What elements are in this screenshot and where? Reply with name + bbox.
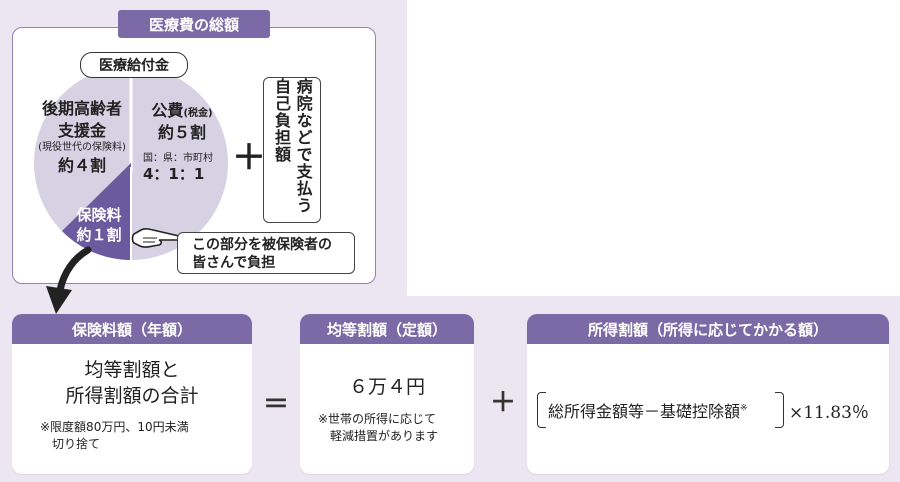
share-ratio-values: 4：1：1 <box>143 165 205 183</box>
blank-panel <box>407 0 900 296</box>
bracket-right <box>775 392 784 428</box>
premium-amount-card: 保険料額（年額） 均等割額と 所得割額の合計 ※限度額80万円、10円未満 切り… <box>12 314 252 474</box>
elderly-support-ratio: 約４割 <box>57 155 106 175</box>
public-funds-tax: (税金) <box>183 108 213 119</box>
public-funds-line1: 公費 <box>151 101 184 120</box>
flat-rate-note2: 軽減措置があります <box>330 428 439 443</box>
plus-sign-bottom: ＋ <box>490 388 517 418</box>
flat-rate-note: ※世帯の所得に応じて 軽減措置があります <box>318 411 474 445</box>
premium-amount-main: 均等割額と 所得割額の合計 <box>12 358 252 409</box>
self-pay-text: 病院などで支払う自己負担額 <box>272 78 313 214</box>
medical-benefit-pill: 医療給付金 <box>80 52 188 78</box>
share-ratio-label: 国：県：市町村 <box>143 153 213 164</box>
elderly-support-line1: 後期高齢者 <box>41 99 122 118</box>
elderly-support-label: 後期高齢者 支援金 (現役世代の保険料) 約４割 <box>34 98 130 176</box>
income-formula-mark: ※ <box>740 403 748 414</box>
elderly-support-note: (現役世代の保険料) <box>38 142 126 154</box>
premium-label: 保険料 約１割 <box>68 205 130 246</box>
premium-amount-main1: 均等割額と <box>84 359 180 381</box>
public-funds-label: 公費(税金) 約５割 <box>140 100 224 143</box>
premium-amount-note1: ※限度額80万円、10円未満 <box>40 420 189 435</box>
cost-pie <box>34 66 228 260</box>
premium-amount-head: 保険料額（年額） <box>12 314 252 344</box>
pointing-hand-icon <box>131 228 181 248</box>
burden-callout-line1: この部分を被保険者の <box>192 237 332 253</box>
flat-rate-note1: ※世帯の所得に応じて <box>318 412 437 426</box>
flat-rate-head: 均等割額（定額） <box>300 314 474 344</box>
down-arrow-icon <box>46 246 92 314</box>
income-formula: 総所得金額等－基礎控除額※ <box>548 398 748 422</box>
premium-amount-note: ※限度額80万円、10円未満 切り捨て <box>40 419 252 453</box>
flat-rate-card: 均等割額（定額） ６万４円 ※世帯の所得に応じて 軽減措置があります <box>300 314 474 474</box>
public-funds-ratio: 約５割 <box>157 122 206 142</box>
income-rate-head: 所得割額（所得に応じてかかる額） <box>527 314 889 344</box>
burden-callout-line2: 皆さんで負担 <box>192 255 276 272</box>
self-pay-box: 病院などで支払う自己負担額 <box>263 77 321 223</box>
premium-line1: 保険料 <box>76 206 122 224</box>
medical-cost-title: 医療費の総額 <box>118 10 270 38</box>
premium-amount-note2: 切り捨て <box>52 437 101 452</box>
income-rate-card: 所得割額（所得に応じてかかる額） <box>527 314 889 474</box>
elderly-support-line2: 支援金 <box>57 120 106 140</box>
equals-sign: ＝ <box>263 390 290 420</box>
premium-slice <box>62 163 131 260</box>
premium-amount-main2: 所得割額の合計 <box>65 384 199 407</box>
bracket-left <box>537 392 546 428</box>
income-formula-text: 総所得金額等－基礎控除額 <box>548 402 741 421</box>
burden-callout: この部分を被保険者の 皆さんで負担 <box>177 232 355 274</box>
income-rate: ×11.83％ <box>789 403 869 423</box>
premium-ratio: 約１割 <box>76 226 122 245</box>
plus-sign-top: ＋ <box>232 138 266 178</box>
flat-rate-amount: ６万４円 <box>348 376 425 398</box>
